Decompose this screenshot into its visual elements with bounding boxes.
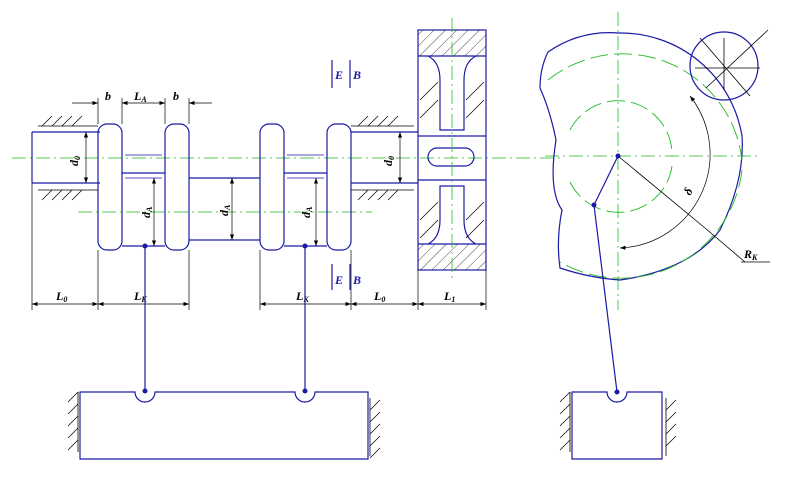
end-support-block	[559, 391, 677, 460]
crank-web-4	[326, 123, 352, 251]
da-dimension-3: dA	[299, 178, 319, 246]
crankpin-link-lines	[142, 243, 308, 394]
dim-label-l1: L1	[443, 289, 455, 304]
section-label-e-top: E	[334, 68, 343, 82]
dim-label-b-right: b	[173, 89, 179, 103]
angle-label-delta: δ	[680, 185, 695, 197]
section-label-e-bottom: E	[334, 273, 343, 287]
top-dimensions: b LA b	[72, 89, 212, 124]
da-dimension-2: dA	[217, 178, 235, 240]
dim-label-lk-1: LK	[133, 289, 147, 304]
dim-label-d0-left: d0	[67, 156, 82, 166]
dim-label-lk-2: LK	[295, 289, 309, 304]
section-marker-top: E B	[331, 60, 361, 88]
left-main-journal	[31, 131, 100, 184]
dim-label-b-left: b	[105, 89, 111, 103]
dim-label-da-3: dA	[299, 206, 314, 218]
d0-left-dimension: d0	[67, 132, 89, 183]
radius-label-rk: RK	[743, 247, 758, 262]
section-label-b-bottom: B	[352, 273, 361, 287]
left-bearing-support	[38, 115, 98, 201]
crankpin-2	[284, 154, 327, 247]
section-marker-bottom: E B	[331, 264, 361, 290]
dim-label-l0-right: L0	[373, 289, 385, 304]
dim-label-da-1: dA	[139, 206, 154, 218]
dim-label-d0-right: d0	[381, 156, 396, 166]
crankpin-1	[122, 154, 165, 247]
da-dimension-1: dA	[139, 178, 157, 246]
dim-label-la: LA	[133, 89, 147, 104]
crank-web-3	[259, 123, 285, 251]
dim-label-l0-left: L0	[55, 289, 67, 304]
middle-journal	[189, 177, 260, 241]
right-main-journal	[351, 115, 418, 201]
dim-label-da-2: dA	[217, 204, 232, 216]
beam-model	[67, 391, 381, 460]
bottom-dimensions: L0 LK LK L0 L1	[31, 183, 487, 310]
flywheel-end-view: δ RK	[539, 12, 770, 395]
d0-right-dimension: d0	[381, 132, 403, 183]
crank-web-1	[97, 123, 123, 251]
section-label-b-top: B	[352, 68, 361, 82]
crank-web-2	[164, 123, 190, 251]
